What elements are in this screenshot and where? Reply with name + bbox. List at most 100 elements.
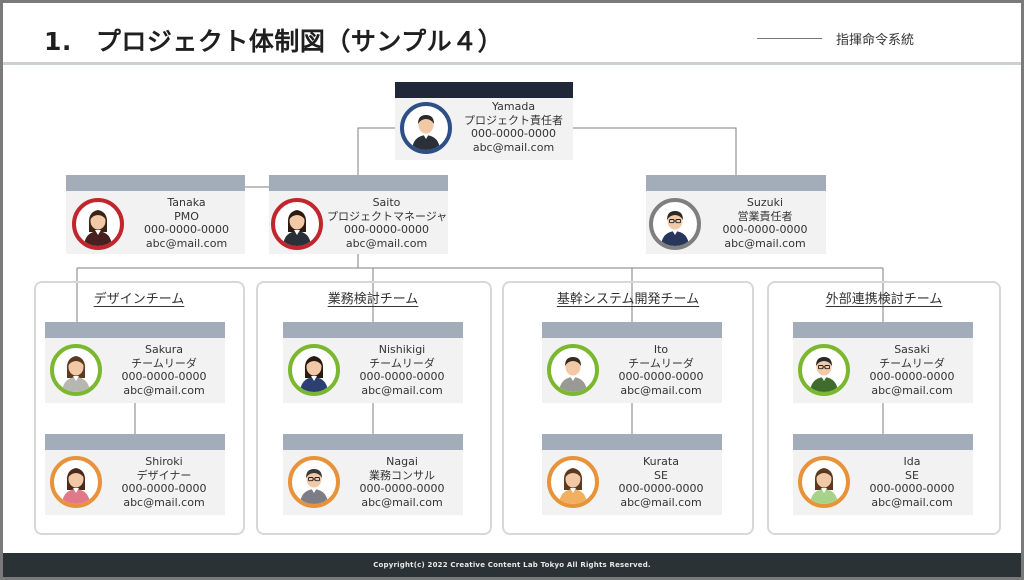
card-header-bar bbox=[45, 322, 225, 338]
woman-pink-icon bbox=[62, 468, 90, 504]
legend: 指揮命令系統 bbox=[757, 28, 914, 48]
member-phone: 000-0000-0000 bbox=[618, 482, 704, 495]
avatar bbox=[547, 344, 599, 396]
member-phone: 000-0000-0000 bbox=[869, 370, 955, 383]
member-phone: 000-0000-0000 bbox=[121, 482, 207, 495]
member-info: Kurata SE 000-0000-0000 abc@mail.com bbox=[602, 455, 720, 509]
legend-line bbox=[757, 37, 822, 39]
member-name: Nishikigi bbox=[378, 343, 426, 356]
woman-suit-icon bbox=[283, 210, 311, 246]
card-header-bar bbox=[793, 434, 973, 450]
member-info: Saito プロジェクトマネージャ 000-0000-0000 abc@mail… bbox=[327, 196, 448, 250]
team-label-design: デザインチーム bbox=[93, 292, 185, 307]
avatar bbox=[288, 456, 340, 508]
member-role: プロジェクト責任者 bbox=[464, 113, 563, 127]
member-name: Tanaka bbox=[167, 196, 206, 209]
member-phone: 000-0000-0000 bbox=[722, 223, 808, 236]
member-card-sakura: Sakura チームリーダ 000-0000-0000 abc@mail.com bbox=[45, 322, 225, 403]
connector-yamada-suzuki bbox=[573, 127, 737, 176]
member-card-nishikigi: Nishikigi チームリーダ 000-0000-0000 abc@mail.… bbox=[283, 322, 463, 403]
member-phone: 000-0000-0000 bbox=[121, 370, 207, 383]
member-email: abc@mail.com bbox=[871, 495, 953, 509]
member-info: Suzuki 営業責任者 000-0000-0000 abc@mail.com bbox=[706, 196, 824, 250]
member-email: abc@mail.com bbox=[472, 140, 555, 154]
team-box-core bbox=[502, 281, 754, 535]
team-box-business bbox=[256, 281, 492, 535]
member-phone: 000-0000-0000 bbox=[869, 482, 955, 495]
man-glasses-green-icon bbox=[810, 357, 838, 392]
member-name: Suzuki bbox=[746, 196, 784, 209]
card-header-bar bbox=[646, 175, 826, 191]
woman-green-top-icon bbox=[810, 468, 838, 504]
member-name: Sasaki bbox=[894, 343, 930, 356]
member-role: プロジェクトマネージャ bbox=[327, 209, 448, 223]
member-email: abc@mail.com bbox=[345, 236, 428, 250]
avatar bbox=[72, 198, 124, 250]
avatar bbox=[798, 344, 850, 396]
member-info: Ito チームリーダ 000-0000-0000 abc@mail.com bbox=[602, 343, 720, 397]
member-role: チームリーダ bbox=[369, 356, 435, 370]
card-header-bar bbox=[283, 434, 463, 450]
card-header-bar bbox=[66, 175, 245, 191]
card-header-bar bbox=[283, 322, 463, 338]
card-header-bar bbox=[395, 82, 573, 98]
member-info: Sakura チームリーダ 000-0000-0000 abc@mail.com bbox=[105, 343, 223, 397]
footer-copyright: Copyright(c) 2022 Creative Content Lab T… bbox=[3, 553, 1021, 577]
avatar bbox=[50, 456, 102, 508]
page-title: 1. プロジェクト体制図（サンプル４） bbox=[44, 22, 503, 58]
member-email: abc@mail.com bbox=[724, 236, 806, 250]
member-card-ito: Ito チームリーダ 000-0000-0000 abc@mail.com bbox=[542, 322, 722, 403]
member-card-ida: Ida SE 000-0000-0000 abc@mail.com bbox=[793, 434, 973, 515]
member-phone: 000-0000-0000 bbox=[359, 482, 445, 495]
member-card-tanaka: Tanaka PMO 000-0000-0000 abc@mail.com bbox=[66, 175, 245, 254]
member-card-suzuki: Suzuki 営業責任者 000-0000-0000 abc@mail.com bbox=[646, 175, 826, 254]
member-role: チームリーダ bbox=[628, 356, 694, 370]
member-phone: 000-0000-0000 bbox=[144, 223, 229, 236]
member-name: Nagai bbox=[386, 455, 418, 468]
member-email: abc@mail.com bbox=[123, 495, 205, 509]
member-info: Nagai 業務コンサル 000-0000-0000 abc@mail.com bbox=[343, 455, 461, 509]
member-card-nagai: Nagai 業務コンサル 000-0000-0000 abc@mail.com bbox=[283, 434, 463, 515]
avatar bbox=[547, 456, 599, 508]
connector-yamada-saito bbox=[357, 127, 395, 176]
avatar bbox=[649, 198, 701, 250]
member-phone: 000-0000-0000 bbox=[359, 370, 445, 383]
team-box-external bbox=[767, 281, 1001, 535]
member-phone: 000-0000-0000 bbox=[344, 223, 429, 236]
card-header-bar bbox=[269, 175, 448, 191]
member-card-kurata: Kurata SE 000-0000-0000 abc@mail.com bbox=[542, 434, 722, 515]
member-card-saito: Saito プロジェクトマネージャ 000-0000-0000 abc@mail… bbox=[269, 175, 448, 254]
member-info: Sasaki チームリーダ 000-0000-0000 abc@mail.com bbox=[853, 343, 971, 397]
member-email: abc@mail.com bbox=[145, 236, 228, 250]
woman-dark-dress-icon bbox=[84, 210, 112, 246]
legend-label: 指揮命令系統 bbox=[836, 32, 915, 48]
woman-navy-vest-icon bbox=[300, 356, 328, 392]
member-role: チームリーダ bbox=[879, 356, 945, 370]
member-info: Tanaka PMO 000-0000-0000 abc@mail.com bbox=[130, 196, 243, 250]
member-info: Nishikigi チームリーダ 000-0000-0000 abc@mail.… bbox=[343, 343, 461, 397]
member-name: Shiroki bbox=[145, 455, 183, 468]
title-number: 1. bbox=[44, 27, 72, 56]
member-phone: 000-0000-0000 bbox=[618, 370, 704, 383]
member-name: Ida bbox=[903, 455, 921, 468]
title-text: プロジェクト体制図（サンプル４） bbox=[95, 27, 504, 56]
member-name: Ito bbox=[653, 343, 669, 356]
avatar bbox=[50, 344, 102, 396]
member-card-shiroki: Shiroki デザイナー 000-0000-0000 abc@mail.com bbox=[45, 434, 225, 515]
member-role: デザイナー bbox=[136, 468, 192, 482]
member-email: abc@mail.com bbox=[361, 383, 443, 397]
member-phone: 000-0000-0000 bbox=[471, 127, 556, 140]
member-role: 営業責任者 bbox=[737, 209, 793, 223]
avatar bbox=[271, 198, 323, 250]
member-email: abc@mail.com bbox=[871, 383, 953, 397]
member-info: Ida SE 000-0000-0000 abc@mail.com bbox=[853, 455, 971, 509]
man-glasses-suit-icon bbox=[661, 211, 689, 246]
member-info: Shiroki デザイナー 000-0000-0000 abc@mail.com bbox=[105, 455, 223, 509]
avatar bbox=[400, 102, 452, 154]
header-divider bbox=[3, 62, 1021, 65]
member-email: abc@mail.com bbox=[361, 495, 443, 509]
member-card-yamada: Yamada プロジェクト責任者 000-0000-0000 abc@mail.… bbox=[395, 82, 573, 160]
card-header-bar bbox=[45, 434, 225, 450]
